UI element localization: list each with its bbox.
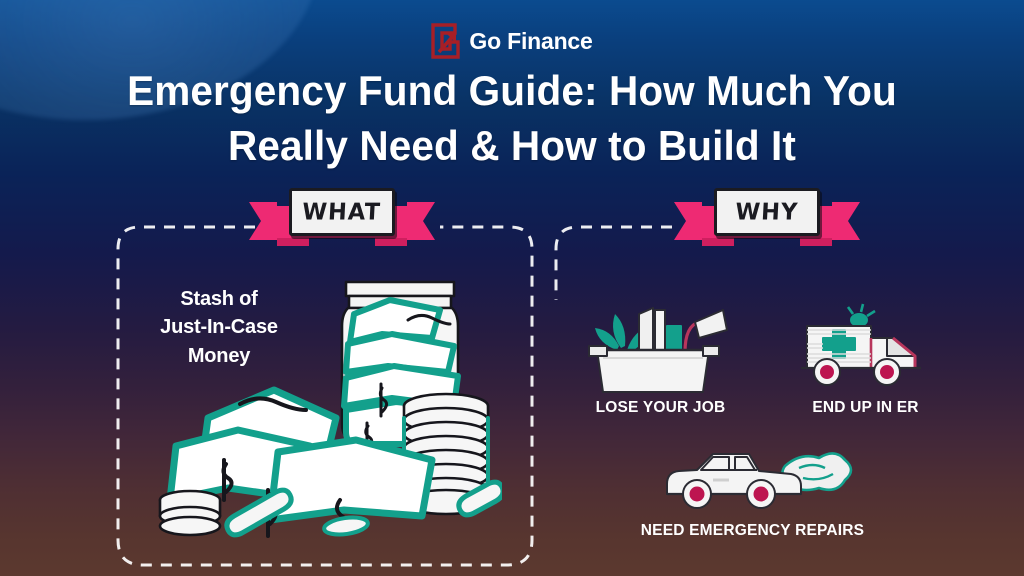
money-jar-cash-coins-icon — [150, 268, 502, 553]
why-item-lose-your-job: LOSE YOUR JOB — [568, 300, 753, 417]
packed-desk-box-icon — [568, 300, 753, 395]
ambulance-icon — [778, 300, 953, 395]
broken-car-smoke-icon — [620, 440, 885, 518]
stash-heading-line-3: Money — [187, 344, 251, 367]
brand-name: Go Finance — [469, 27, 593, 54]
page-title-line-2: Really Need & How to Build It — [227, 121, 797, 169]
why-item-label: LOSE YOUR JOB — [595, 399, 726, 416]
banner-what: WHAT — [247, 188, 437, 250]
stash-heading-line-2: Just-In-Case — [160, 316, 278, 339]
banner-why-label: WHY — [734, 198, 800, 226]
banner-why: WHY — [672, 188, 862, 250]
banner-what-label: WHAT — [302, 198, 382, 226]
banner-what-label-box: WHAT — [289, 188, 395, 236]
brand-header: Go Finance — [0, 22, 1024, 60]
why-item-label: NEED EMERGENCY REPAIRS — [640, 522, 865, 539]
stash-heading: Stash of Just-In-Case Money — [125, 285, 313, 370]
why-item-label: END UP IN ER — [812, 399, 919, 416]
page-title: Emergency Fund Guide: How Much You Reall… — [66, 64, 958, 173]
banner-why-label-box: WHY — [714, 188, 820, 236]
why-item-end-up-in-er: END UP IN ER — [778, 300, 953, 417]
page-title-line-1: Emergency Fund Guide: How Much You — [127, 67, 897, 114]
stash-heading-line-1: Stash of — [180, 288, 258, 310]
go-finance-arrow-logo-icon — [431, 23, 461, 59]
why-item-need-emergency-repairs: NEED EMERGENCY REPAIRS — [620, 440, 885, 540]
